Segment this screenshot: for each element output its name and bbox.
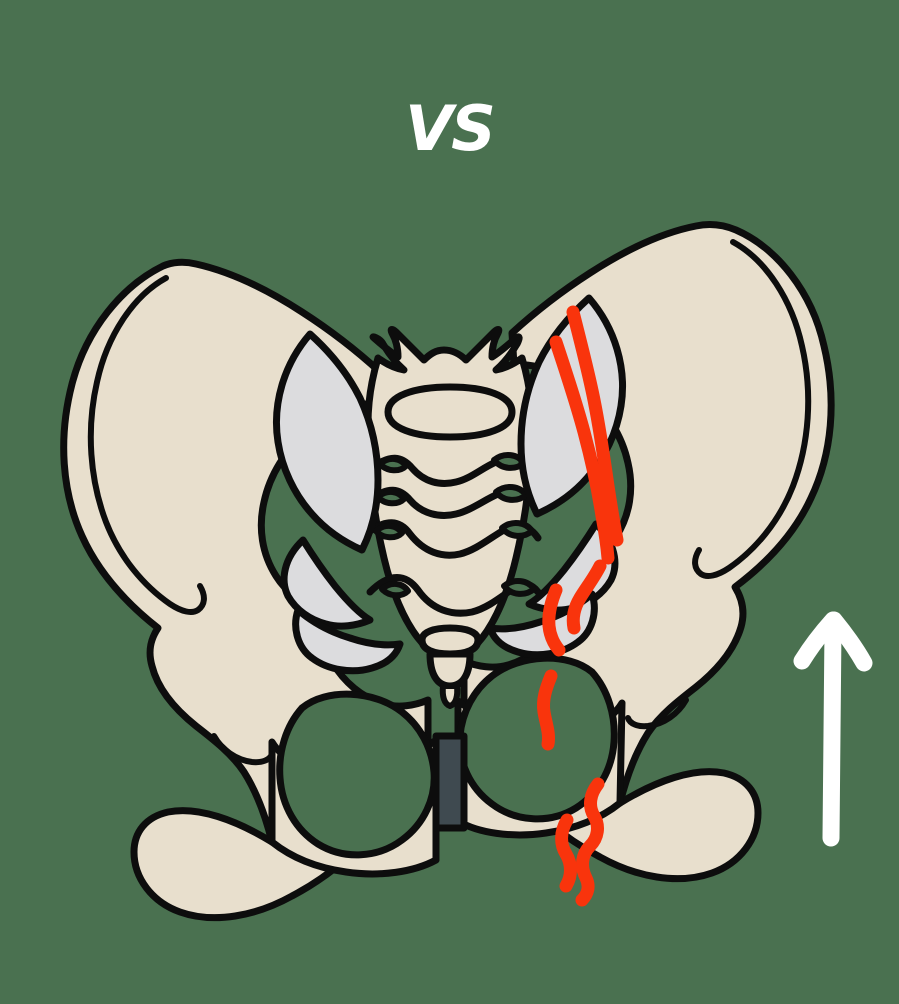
up-arrow-icon — [793, 611, 873, 847]
up-arrow-head-right — [825, 611, 873, 672]
coccyx-segment — [426, 650, 474, 690]
fracture-right-ipr-outer — [555, 813, 577, 893]
left-obturator-foramen — [276, 690, 438, 859]
fracture-right-si-lateral — [566, 305, 624, 547]
left-sacrospinous-ligament — [280, 536, 374, 630]
left-ischium-contour — [211, 733, 275, 766]
fracture-right-spr-upper — [566, 559, 607, 635]
sacral-foramen-left-3 — [373, 523, 405, 541]
right-iliac-crest-inner-line — [692, 239, 812, 579]
left-iliac-crest-inner-line — [87, 275, 207, 615]
fracture-right-ipr-lateral — [575, 777, 605, 907]
fracture-right-spr-lower — [542, 583, 566, 657]
sacral-foramen-left-4 — [379, 581, 411, 599]
pubic-symphysis — [432, 732, 468, 832]
sacral-foramen-right-4 — [501, 578, 537, 597]
coccyx-tip — [439, 683, 461, 709]
left-sacroiliac-joint — [272, 330, 382, 554]
right-obturator-foramen — [456, 654, 618, 823]
right-ischium-contour — [625, 697, 689, 730]
sacral-foramen-left-2 — [375, 489, 407, 507]
sacral-foramen-left-1 — [377, 456, 409, 474]
sacral-foramina — [373, 452, 537, 599]
sacral-vertebral-body — [384, 383, 516, 441]
left-sacrotuberous-ligament — [292, 606, 404, 675]
fracture-lines — [537, 305, 624, 907]
vs-label: VS — [405, 92, 496, 165]
sacral-foramen-right-2 — [493, 484, 529, 503]
fracture-right-ipr-medial — [537, 669, 558, 751]
up-arrow-shaft — [822, 619, 842, 847]
sacral-foramen-right-3 — [499, 520, 535, 539]
coccyx-base — [418, 624, 482, 658]
fracture-right-si-medial — [549, 335, 615, 565]
